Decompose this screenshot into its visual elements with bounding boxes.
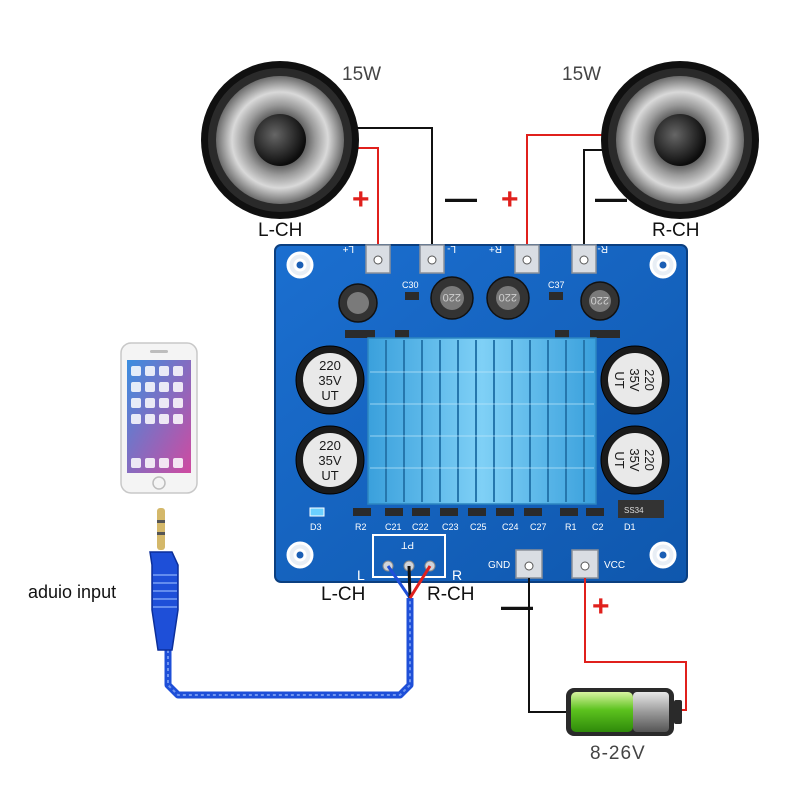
component-label-c21: C21 bbox=[385, 522, 402, 532]
gnd-negative-sign: — bbox=[501, 588, 533, 624]
svg-text:UT: UT bbox=[321, 388, 338, 403]
terminal-label-r-minus: R- bbox=[597, 243, 608, 254]
right-channel-label: R-CH bbox=[652, 220, 700, 241]
heatsink bbox=[367, 337, 597, 505]
amplifier-board bbox=[274, 244, 688, 583]
output-terminals bbox=[365, 244, 597, 274]
left-positive-wire bbox=[350, 147, 379, 255]
svg-text:UT: UT bbox=[612, 371, 627, 388]
component-label-r2: R2 bbox=[355, 522, 367, 532]
inductor-label: 220 bbox=[591, 294, 609, 306]
component-label-c27: C27 bbox=[530, 522, 547, 532]
audio-input-label: aduio input bbox=[28, 582, 117, 602]
input-right-channel-label: R-CH bbox=[427, 584, 475, 605]
svg-text:UT: UT bbox=[612, 451, 627, 468]
battery bbox=[566, 688, 682, 736]
right-speaker-power: 15W bbox=[562, 64, 602, 85]
right-speaker bbox=[601, 61, 759, 219]
svg-text:35V: 35V bbox=[318, 373, 341, 388]
battery-voltage-label: 8-26V bbox=[590, 743, 646, 764]
terminal-label-l-minus: L- bbox=[447, 243, 456, 254]
left-channel-label: L-CH bbox=[258, 220, 303, 241]
audio-cable bbox=[164, 565, 432, 699]
inductor-label: 220 bbox=[499, 291, 517, 303]
svg-text:35V: 35V bbox=[627, 448, 642, 471]
svg-text:220: 220 bbox=[642, 369, 657, 391]
svg-text:UT: UT bbox=[321, 468, 338, 483]
component-label-ss34: SS34 bbox=[624, 506, 644, 515]
component-label-c2: C2 bbox=[592, 522, 604, 532]
svg-text:220: 220 bbox=[319, 358, 341, 373]
vcc-positive-sign: + bbox=[592, 590, 610, 623]
cable bbox=[164, 598, 414, 699]
input-header-mark: PT bbox=[401, 539, 414, 550]
terminal-label-r-plus: R+ bbox=[489, 243, 502, 254]
svg-text:35V: 35V bbox=[627, 368, 642, 391]
input-header-l: L bbox=[357, 567, 365, 583]
terminal-label-l-plus: L+ bbox=[342, 243, 354, 254]
left-negative-sign: — bbox=[445, 180, 477, 216]
right-positive-wire bbox=[526, 134, 610, 255]
power-label-gnd: GND bbox=[488, 560, 510, 571]
audio-jack bbox=[149, 508, 179, 651]
svg-text:220: 220 bbox=[319, 438, 341, 453]
led-d3 bbox=[309, 507, 325, 517]
inductor-label: 220 bbox=[443, 291, 461, 303]
gnd-wire bbox=[528, 578, 568, 713]
power-label-vcc: VCC bbox=[604, 560, 625, 571]
mounting-holes bbox=[286, 251, 677, 569]
component-label-c22: C22 bbox=[412, 522, 429, 532]
svg-text:220: 220 bbox=[642, 449, 657, 471]
component-label-c24: C24 bbox=[502, 522, 519, 532]
left-speaker-power: 15W bbox=[342, 64, 382, 85]
component-label-r1: R1 bbox=[565, 522, 577, 532]
component-label-d3: D3 bbox=[310, 522, 322, 532]
right-positive-sign: + bbox=[501, 183, 519, 216]
left-positive-sign: + bbox=[352, 183, 370, 216]
svg-text:35V: 35V bbox=[318, 453, 341, 468]
input-left-channel-label: L-CH bbox=[321, 584, 366, 605]
inductors bbox=[338, 276, 620, 323]
input-header-r: R bbox=[452, 567, 462, 583]
component-label-c23: C23 bbox=[442, 522, 459, 532]
component-label-d1: D1 bbox=[624, 522, 636, 532]
left-negative-wire bbox=[327, 127, 433, 255]
component-label-c30: C30 bbox=[402, 280, 419, 290]
capacitors bbox=[295, 345, 670, 495]
power-wires bbox=[528, 578, 687, 713]
left-speaker bbox=[201, 61, 359, 219]
component-label-c37: C37 bbox=[548, 280, 565, 290]
component-label-c25: C25 bbox=[470, 522, 487, 532]
right-negative-sign: — bbox=[595, 180, 627, 216]
vcc-wire bbox=[584, 578, 687, 711]
phone bbox=[120, 342, 198, 494]
